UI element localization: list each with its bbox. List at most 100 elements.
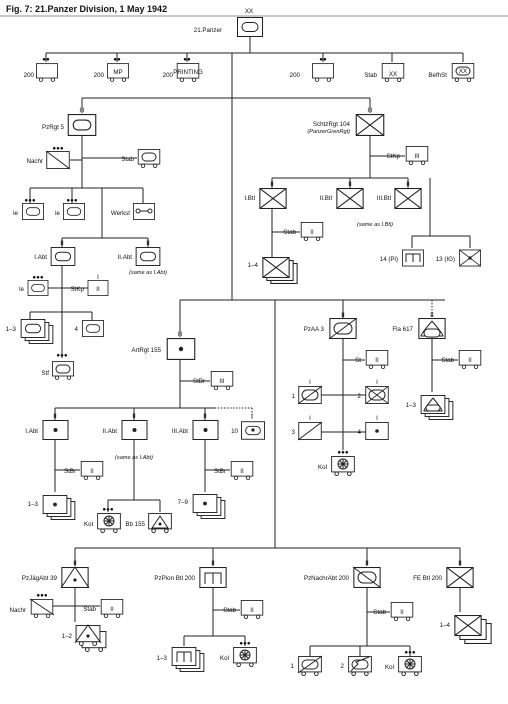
svg-text:Nachr: Nachr: [9, 607, 26, 614]
svg-text:●●●: ●●●: [32, 274, 43, 281]
unit-1-4-companies: 1–4: [248, 257, 298, 284]
unit-pzrgt-5: III PzRgt 5: [42, 107, 97, 136]
unit-pznachrabt-200: II PzNachrAbt 200: [304, 560, 382, 589]
svg-text:●●: ●●: [42, 56, 50, 63]
unit-pzpion-btl-200: II PzPion Btl 200: [154, 560, 227, 588]
svg-text:SchtzRgt 104: SchtzRgt 104: [313, 121, 351, 128]
svg-text:II: II: [90, 468, 94, 475]
unit-kol-pion: ●●● Kol: [220, 640, 257, 667]
svg-text:II: II: [250, 607, 254, 614]
svg-text:Bb 155: Bb 155: [125, 521, 145, 528]
unit-pz-ii-abt: II II.Abt (same as I.Abt): [118, 240, 168, 276]
svg-text:I.Abt: I.Abt: [34, 254, 47, 261]
svg-text:Stab: Stab: [283, 229, 296, 236]
unit-schtzrgt-104: III SchtzRgt 104 (PanzerGrenRgt): [307, 107, 385, 136]
svg-text:14 (Pi): 14 (Pi): [380, 256, 398, 263]
svg-text:Nachr: Nachr: [26, 158, 43, 165]
svg-text:200: 200: [24, 72, 35, 79]
svg-text:III: III: [177, 331, 182, 338]
unit-nachr-jag: ●●● Nachr: [9, 592, 55, 618]
svg-text:III: III: [79, 107, 84, 114]
svg-text:le: le: [13, 210, 18, 217]
unit-200-d: ●● 200: [290, 56, 334, 82]
svg-text:I: I: [376, 379, 378, 386]
unit-jag-1-2: 1–2: [62, 624, 107, 652]
unit-bb-155: I Bb 155: [125, 506, 172, 533]
svg-text:3: 3: [292, 429, 296, 436]
svg-text:I: I: [469, 242, 471, 249]
svg-text:●●●: ●●●: [239, 640, 250, 647]
unit-200-printing: ●● PRINTING 200: [163, 56, 203, 82]
svg-text:II: II: [110, 606, 114, 613]
unit-kol-nachr: ●●● Kol: [385, 649, 422, 676]
unit-art-7-9: 7–9: [178, 494, 226, 519]
svg-text:II: II: [73, 560, 77, 567]
svg-text:II: II: [365, 560, 369, 567]
svg-text:Kol: Kol: [385, 664, 394, 671]
unit-pzaa-3-co: I 3: [292, 415, 323, 441]
svg-text:III.Abt: III.Abt: [172, 428, 188, 435]
svg-text:●●●: ●●●: [52, 145, 63, 152]
unit-befhst: XX BefhSt: [428, 63, 475, 82]
unit-fe-btl-200: II FE Btl 200: [413, 560, 474, 588]
svg-text:StKp: StKp: [387, 153, 401, 160]
unit-nachr-2: I 2: [341, 649, 372, 676]
svg-text:II: II: [348, 181, 352, 188]
unit-stf: ●●● Stf: [41, 352, 74, 380]
svg-text:●●●: ●●●: [337, 449, 348, 456]
svg-text:II: II: [203, 413, 207, 420]
svg-text:2: 2: [341, 663, 345, 670]
svg-text:II: II: [341, 312, 345, 319]
svg-text:I.Abt: I.Abt: [25, 428, 38, 435]
unit-ii-btl: II II.Btl: [320, 181, 364, 209]
unit-le-2: ●●● le: [55, 197, 85, 220]
unit-pz-i-abt: II I.Abt: [34, 240, 76, 266]
unit-4-company: 4: [75, 320, 104, 337]
svg-text:II: II: [53, 413, 57, 420]
svg-text:I: I: [309, 415, 311, 422]
unit-pion-1-3: 1–3: [157, 647, 205, 672]
svg-text:StBr: StBr: [214, 468, 226, 475]
svg-text:1–2: 1–2: [62, 633, 73, 640]
unit-1-3-companies: 1–3: [6, 319, 54, 344]
unit-stab-pzrgt: Stab: [121, 149, 161, 168]
unit-stab-pion: II Stab: [223, 600, 264, 619]
svg-text:III: III: [219, 378, 224, 385]
svg-text:●●●: ●●●: [102, 506, 113, 513]
unit-pzaa-3: II PzAA 3: [304, 312, 358, 340]
svg-text:II: II: [468, 357, 472, 364]
label-21-panzer: 21.Panzer: [194, 27, 222, 34]
svg-text:1–3: 1–3: [406, 402, 417, 409]
svg-text:●●: ●●: [319, 56, 327, 63]
svg-text:4: 4: [75, 326, 79, 333]
svg-text:III.Btl: III.Btl: [377, 195, 391, 202]
unit-art-iii-abt: II III.Abt: [172, 413, 219, 440]
unit-nachr: ●●● Nachr: [26, 145, 71, 170]
svg-text:(same as I.Btl): (same as I.Btl): [357, 222, 393, 228]
unit-200-mp: ●● MP 200: [94, 56, 129, 82]
unit-14-pi: I 14 (Pi): [380, 242, 424, 267]
svg-text:I: I: [359, 649, 361, 656]
svg-text:PzAA 3: PzAA 3: [304, 326, 325, 333]
unit-le-1: ●●● le: [13, 197, 44, 220]
svg-text:1–3: 1–3: [28, 501, 39, 508]
svg-text:1–4: 1–4: [440, 622, 451, 629]
svg-text:200: 200: [94, 72, 105, 79]
svg-text:200: 200: [290, 72, 301, 79]
svg-text:●●●: ●●●: [56, 352, 67, 359]
svg-text:13 (IG): 13 (IG): [436, 256, 455, 263]
svg-text:Fla 617: Fla 617: [392, 326, 413, 333]
figure-title: Fig. 7: 21.Panzer Division, 1 May 1942: [6, 4, 167, 14]
unit-i-btl: II I.Btl: [244, 181, 287, 209]
svg-text:●●●: ●●●: [24, 197, 35, 204]
svg-text:I: I: [142, 197, 144, 204]
unit-200-a: ●● 200: [24, 56, 58, 82]
svg-text:1–3: 1–3: [6, 326, 17, 333]
svg-text:10: 10: [231, 428, 238, 435]
svg-text:StKp: StKp: [71, 286, 85, 293]
svg-text:II: II: [458, 560, 462, 567]
svg-text:Stab: Stab: [223, 607, 236, 614]
svg-text:I: I: [97, 274, 99, 281]
svg-text:XX: XX: [459, 68, 467, 75]
